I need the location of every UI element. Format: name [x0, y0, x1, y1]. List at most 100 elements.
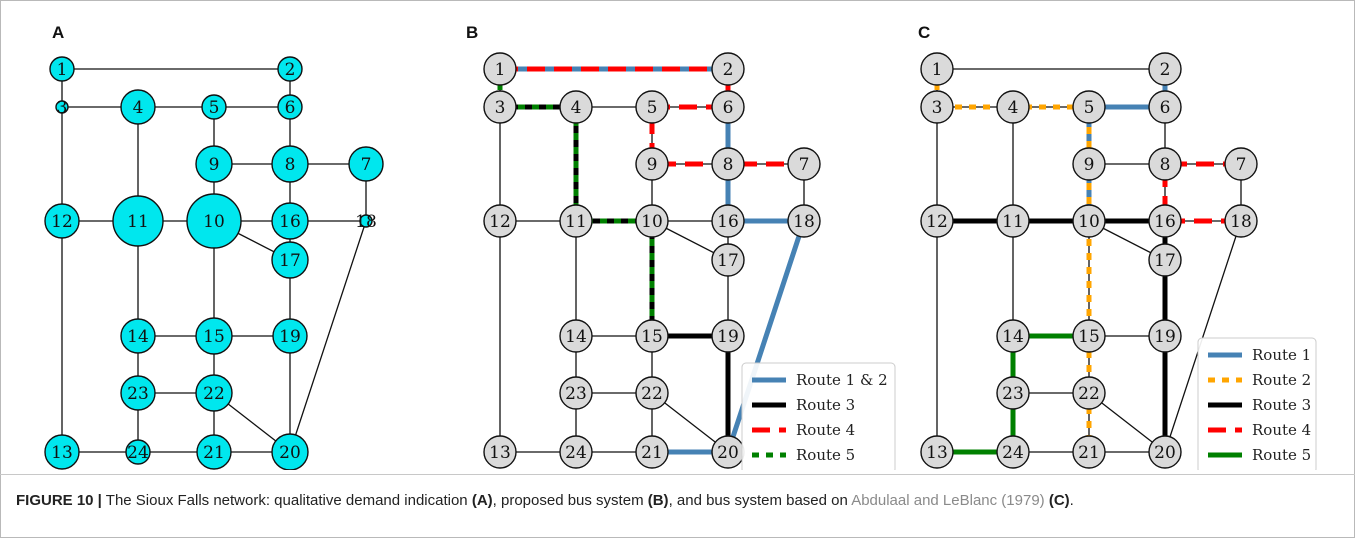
node-label-22: 22	[641, 384, 663, 404]
node-16	[711, 204, 745, 238]
legend-box	[1197, 337, 1317, 470]
node-label-16: 16	[1154, 212, 1176, 232]
node-12	[483, 204, 517, 238]
legend-box	[741, 362, 896, 470]
node-15	[195, 317, 233, 355]
node-15	[635, 319, 669, 353]
node-label-12: 12	[926, 212, 948, 232]
node-22	[635, 376, 669, 410]
node-label-8: 8	[285, 155, 296, 175]
node-17	[711, 243, 745, 277]
node-6	[1148, 90, 1182, 124]
node-label-23: 23	[127, 384, 149, 404]
node-label-22: 22	[203, 384, 225, 404]
node-label-7: 7	[361, 155, 372, 175]
node-18	[1224, 204, 1258, 238]
node-label-11: 11	[565, 212, 587, 232]
node-label-19: 19	[279, 327, 301, 347]
route-route3	[500, 104, 731, 452]
node-20	[1148, 435, 1182, 469]
node-3	[483, 90, 517, 124]
node-22	[1072, 376, 1106, 410]
node-label-11: 11	[127, 212, 149, 232]
node-label-13: 13	[51, 443, 73, 463]
node-19	[711, 319, 745, 353]
node-label-3: 3	[495, 98, 506, 118]
node-label-1: 1	[495, 60, 506, 80]
node-21	[635, 435, 669, 469]
node-21	[1072, 435, 1106, 469]
node-11	[112, 195, 164, 247]
node-label-7: 7	[799, 155, 810, 175]
node-9	[635, 147, 669, 181]
node-16	[271, 202, 309, 240]
node-label-19: 19	[717, 327, 739, 347]
caption-separator	[0, 474, 1355, 475]
legend-label: Route 1 & 2	[796, 371, 888, 389]
node-17	[1148, 243, 1182, 277]
node-label-24: 24	[565, 443, 587, 463]
node-23	[120, 375, 156, 411]
node-19	[1148, 319, 1182, 353]
node-label-3: 3	[932, 98, 943, 118]
node-8	[271, 145, 309, 183]
node-14	[996, 319, 1030, 353]
node-2	[1148, 52, 1182, 86]
node-10	[1072, 204, 1106, 238]
node-9	[195, 145, 233, 183]
node-label-5: 5	[647, 98, 658, 118]
node-4	[996, 90, 1030, 124]
node-label-22: 22	[1078, 384, 1100, 404]
node-label-5: 5	[1084, 98, 1095, 118]
link-18-20	[1164, 220, 1242, 453]
node-24	[996, 435, 1030, 469]
node-label-12: 12	[489, 212, 511, 232]
node-label-18: 18	[1230, 212, 1252, 232]
node-label-6: 6	[285, 98, 296, 118]
node-label-13: 13	[489, 443, 511, 463]
node-label-5: 5	[209, 98, 220, 118]
node-24	[125, 439, 151, 465]
node-7	[1224, 147, 1258, 181]
node-24	[559, 435, 593, 469]
node-14	[559, 319, 593, 353]
node-label-14: 14	[565, 327, 587, 347]
node-11	[996, 204, 1030, 238]
node-label-11: 11	[1002, 212, 1024, 232]
caption-text: , proposed bus system	[492, 492, 648, 509]
node-label-4: 4	[1008, 98, 1019, 118]
node-4	[559, 90, 593, 124]
node-label-2: 2	[1160, 60, 1171, 80]
node-label-9: 9	[1084, 155, 1095, 175]
node-2	[277, 56, 303, 82]
caption-text: .	[1069, 492, 1074, 509]
node-label-1: 1	[57, 60, 68, 80]
node-label-21: 21	[641, 443, 663, 463]
node-label-1: 1	[932, 60, 943, 80]
figure-caption: FIGURE 10 | The Sioux Falls network: qua…	[16, 492, 1336, 509]
node-19	[272, 318, 308, 354]
node-label-17: 17	[717, 251, 739, 271]
citation-link[interactable]: Abdulaal and LeBlanc (1979)	[851, 492, 1045, 509]
node-17	[271, 241, 309, 279]
node-label-2: 2	[723, 60, 734, 80]
figure-label: FIGURE 10 |	[16, 492, 102, 509]
node-10	[186, 193, 242, 249]
node-label-15: 15	[641, 327, 663, 347]
node-7	[787, 147, 821, 181]
node-label-18: 18	[793, 212, 815, 232]
node-21	[196, 434, 232, 470]
node-11	[559, 204, 593, 238]
node-label-3: 3	[57, 98, 68, 118]
panel-label-b: B	[466, 23, 478, 42]
node-label-13: 13	[926, 443, 948, 463]
legend-label: Route 4	[796, 421, 855, 439]
node-18	[787, 204, 821, 238]
node-label-14: 14	[1002, 327, 1024, 347]
